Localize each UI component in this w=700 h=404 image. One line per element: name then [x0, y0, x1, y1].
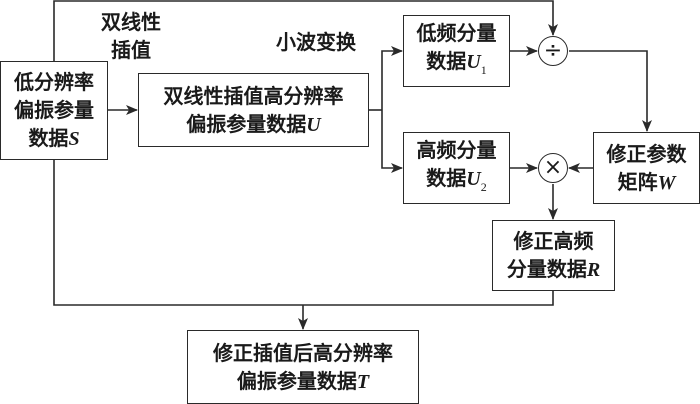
corrected-high-freq-box: 修正高频 分量数据R	[492, 220, 615, 291]
label-line: 插值	[111, 38, 151, 62]
final-output-box: 修正插值后高分辨率 偏振参量数据T	[187, 330, 419, 404]
node-text: 数据	[28, 126, 69, 150]
divide-operator-icon: ÷	[538, 36, 568, 66]
variable-symbol: T	[356, 370, 370, 393]
node-text: 数据	[426, 48, 467, 73]
wavelet-transform-label: 小波变换	[276, 30, 356, 54]
node-text-with-var: 数据S	[28, 124, 79, 153]
node-text: 双线性插值高分辨率	[163, 83, 344, 108]
node-text: 偏振参量数据	[236, 368, 357, 393]
variable-symbol: W	[657, 171, 676, 194]
arrow-split-to-u2	[381, 110, 403, 173]
node-text: 分量数据	[506, 257, 587, 281]
node-text: 矩阵	[617, 169, 658, 194]
node-text: 数据	[426, 165, 467, 190]
arrow-s-to-divide	[53, 0, 558, 61]
low-res-input-box: 低分辨率 偏振参量 数据S	[0, 61, 108, 160]
high-freq-box: 高频分量 数据U2	[403, 132, 510, 204]
node-text: 高频分量	[416, 137, 497, 162]
node-text-with-var: 分量数据R	[507, 255, 600, 284]
variable-subscript: 1	[480, 62, 487, 77]
node-text: 低频分量	[416, 20, 497, 45]
node-text: 偏振参量	[14, 98, 94, 122]
variable-symbol: S	[68, 128, 80, 150]
node-text: 修正参数	[606, 141, 687, 166]
node-text: 修正插值后高分辨率	[213, 340, 393, 365]
variable-symbol: U	[466, 50, 481, 73]
low-freq-box: 低频分量 数据U1	[403, 15, 510, 87]
node-text-with-var: 矩阵W	[618, 168, 676, 197]
variable-subscript: 2	[480, 179, 487, 194]
variable-symbol: R	[586, 259, 601, 281]
variable-symbol: U	[466, 167, 481, 190]
variable-symbol: U	[306, 113, 321, 136]
node-text: 偏振参量数据	[186, 111, 307, 136]
bilinear-interpolation-label: 双线性 插值	[95, 8, 167, 64]
node-text-with-var: 数据U2	[426, 164, 486, 201]
correction-matrix-box: 修正参数 矩阵W	[593, 132, 700, 204]
multiply-symbol: ×	[543, 155, 563, 180]
multiply-operator-icon: ×	[538, 153, 568, 183]
node-text: 低分辨率	[14, 70, 94, 94]
label-line: 双线性	[101, 10, 161, 34]
divide-symbol: ÷	[543, 38, 563, 63]
node-text-with-var: 偏振参量数据T	[237, 367, 369, 396]
node-text: 修正高频	[513, 229, 594, 253]
bilinear-output-box: 双线性插值高分辨率 偏振参量数据U	[138, 73, 369, 147]
node-text-with-var: 偏振参量数据U	[186, 110, 320, 139]
arrow-divide-to-w	[569, 50, 652, 132]
node-text-with-var: 数据U1	[426, 47, 486, 84]
arrow-split-to-u1	[381, 46, 403, 110]
